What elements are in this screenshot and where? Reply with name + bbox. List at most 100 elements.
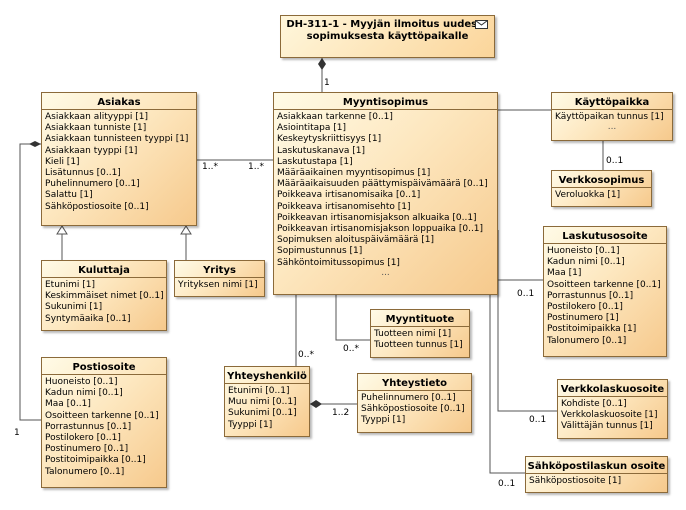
attribute: Salattu [1]: [45, 190, 93, 201]
attribute: Sähköpostiosoite [1]: [529, 476, 622, 486]
attribute: Huoneisto [0..1]: [45, 377, 118, 387]
attribute: Asiointitapa [1]: [277, 123, 346, 134]
more-attributes-ellipsis: ...: [607, 122, 617, 133]
attribute-compartment: Puhelinnumero [0..1]Sähköpostiosoite [0.…: [358, 390, 471, 427]
diagram-title-note: DH-311-1 - Myyjän ilmoitus uudesta sopim…: [280, 15, 495, 58]
multiplicity-myyntituote: 0..*: [343, 344, 359, 354]
class-name: Asiakas: [97, 97, 141, 108]
attribute: Lisätunnus [0..1]: [45, 168, 121, 179]
attribute: Postinumero [0..1]: [45, 444, 129, 455]
attribute: Kadun nimi [0..1]: [45, 388, 123, 399]
class-name: Käyttöpaikka: [574, 97, 650, 108]
attribute: Poikkeavan irtisanomisjakson loppuaika […: [277, 224, 484, 235]
attribute: Asiakkaan tarkenne [0..1]: [277, 112, 393, 122]
multiplicity-myyntisopimus: 1..*: [248, 162, 264, 172]
attribute: Maa [0..1]: [45, 399, 91, 410]
attribute: Talonumero [0..1]: [45, 466, 125, 477]
class-name: Myyntisopimus: [342, 97, 429, 108]
envelope-icon: [475, 20, 488, 29]
attribute: Asiakkaan tyyppi [1]: [45, 145, 138, 156]
multiplicity-yhteyshenkilo: 0..*: [298, 350, 314, 360]
attribute: Porrastunnus [0..1]: [45, 421, 132, 432]
multiplicity-note-myyntisopimus: 1: [324, 78, 330, 88]
class-name: Yhteyshenkilö: [227, 371, 307, 382]
attribute: Asiakkaan alityyppi [1]: [45, 112, 148, 122]
attribute-compartment: Asiakkaan alityyppi [1]Asiakkaan tunnist…: [42, 109, 196, 213]
attribute-compartment: Kohdiste [0..1]Verkkolaskuosoite [1]Väli…: [558, 396, 667, 433]
attribute: Sähköpostiosoite [0..1]: [361, 404, 465, 415]
myyntisopimus-myyntituote-link: [335, 295, 370, 341]
class-name: Kuluttaja: [78, 265, 130, 276]
attribute: Välittäjän tunnus [1]: [561, 421, 653, 432]
attribute: Määräaikaisuuden päättymispäivämäärä [0.…: [277, 179, 488, 190]
attribute: Sukunimi [1]: [45, 302, 103, 313]
composition-diamond: [29, 141, 41, 147]
attribute: Laskutuskanava [1]: [277, 145, 366, 156]
attribute: Poikkeava irtisanomisehto [1]: [277, 201, 411, 212]
multiplicity-verkkolaskuosoite: 0..1: [529, 415, 547, 425]
attribute: Huoneisto [0..1]: [547, 246, 620, 256]
attribute: Osoitteen tarkenne [0..1]: [547, 279, 661, 290]
note-title: DH-311-1 - Myyjän ilmoitus uudesta sopim…: [286, 19, 489, 42]
attribute-compartment: Veroluokka [1]: [552, 187, 651, 201]
attribute: Poikkeava irtisanomisaika [0..1]: [277, 190, 421, 201]
attribute: Sähköpostiosoite [0..1]: [45, 201, 149, 212]
attribute: Postitoimipaikka [0..1]: [45, 455, 146, 466]
attribute-compartment: Käyttöpaikan tunnus [1]...: [552, 109, 672, 132]
attribute-compartment: Yrityksen nimi [1]: [175, 277, 264, 291]
attribute: Sukunimi [0..1]: [228, 408, 297, 419]
attribute: Postitoimipaikka [1]: [547, 324, 637, 335]
myyntisopimus-sahkopostilaskun-link: [489, 295, 525, 474]
attribute: Käyttöpaikan tunnus [1]: [555, 112, 664, 122]
attribute: Talonumero [0..1]: [547, 335, 627, 346]
attribute: Kadun nimi [0..1]: [547, 257, 625, 268]
attribute: Etunimi [1]: [45, 280, 96, 290]
generalization-arrowhead: [180, 225, 192, 235]
composition-diamond: [318, 58, 326, 70]
attribute-compartment: Etunimi [0..1]Muu nimi [0..1]Sukunimi [0…: [225, 383, 309, 431]
attribute: Verkkolaskuosoite [1]: [561, 410, 658, 421]
attribute: Kohdiste [0..1]: [561, 399, 627, 409]
multiplicity-yhteystieto: 1..2: [332, 408, 350, 418]
attribute: Veroluokka [1]: [555, 190, 621, 200]
attribute-compartment: Tuotteen nimi [1]Tuotteen tunnus [1]: [371, 326, 469, 351]
attribute: Syntymäaika [0..1]: [45, 313, 131, 324]
attribute-compartment: Etunimi [1]Keskimmäiset nimet [0..1]Suku…: [42, 277, 166, 325]
attribute-compartment: Sähköpostiosoite [1]: [526, 473, 667, 487]
multiplicity-postiosoite: 1: [14, 428, 20, 438]
attribute: Puhelinnumero [0..1]: [361, 393, 456, 403]
class-name: Laskutusosoite: [562, 231, 648, 242]
attribute: Tyyppi [1]: [361, 415, 406, 426]
asiakas-postiosoite-link: [19, 143, 41, 421]
class-name: Verkkosopimus: [558, 175, 645, 186]
attribute: Tuotteen tunnus [1]: [374, 340, 463, 351]
multiplicity-asiakas: 1..*: [202, 162, 218, 172]
attribute: Sopimustunnus [1]: [277, 246, 363, 257]
attribute: Porrastunnus [0..1]: [547, 290, 634, 301]
multiplicity-laskutusosoite: 0..1: [517, 289, 535, 299]
class-name: Yritys: [203, 265, 236, 276]
attribute: Osoitteen tarkenne [0..1]: [45, 410, 159, 421]
class-name: Yhteystieto: [381, 378, 448, 389]
composition-diamond: [310, 400, 322, 408]
multiplicity-verkkosopimus: 0..1: [606, 156, 624, 166]
attribute: Sähköntoimitussopimus [1]: [277, 257, 400, 268]
attribute: Keskimmäiset nimet [0..1]: [45, 291, 164, 302]
attribute: Poikkeavan irtisanomisjakson alkuaika [0…: [277, 212, 477, 223]
class-name: Verkkolaskuosoite: [560, 384, 665, 395]
attribute: Postilokero [0..1]: [547, 302, 623, 313]
